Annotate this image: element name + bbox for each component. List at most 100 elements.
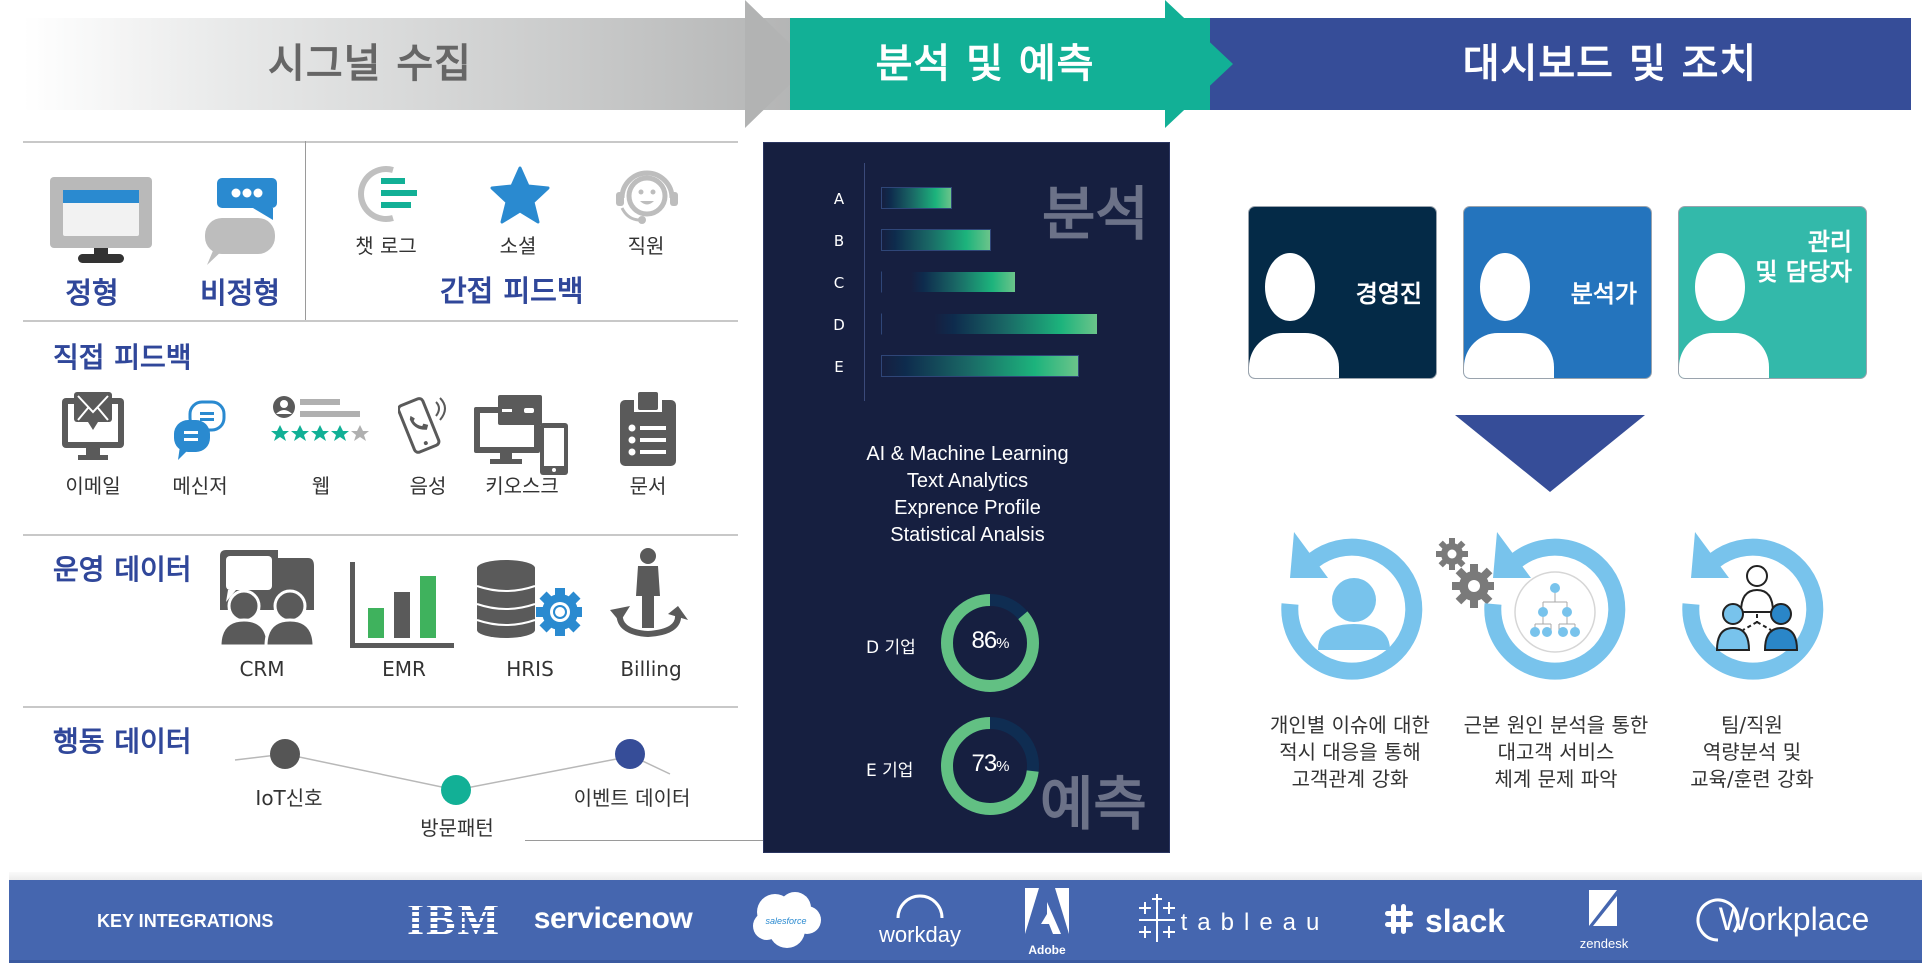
- emr-label: EMR: [382, 657, 426, 681]
- stage-arrow-2: [1165, 0, 1233, 128]
- document-label: 문서: [629, 474, 667, 498]
- role-name: 분석가: [1570, 280, 1637, 308]
- visit-pattern-label: 방문패턴: [420, 816, 494, 840]
- web-review-icon: [271, 396, 369, 441]
- workplace-at-icon: Workplace: [1696, 898, 1869, 942]
- salesforce-logo[interactable]: salesforce: [749, 886, 823, 957]
- method-item: Exprence Profile: [894, 497, 1041, 519]
- workday-logo[interactable]: workday: [870, 888, 970, 957]
- outcome-text-1: 개인별 이슈에 대한 적시 대응을 통해 고객관계 강화: [1270, 713, 1430, 791]
- bar-label-c: C: [833, 274, 845, 292]
- salesforce-cloud-icon: salesforce: [753, 892, 821, 948]
- donut-e-value: 73%: [971, 750, 1009, 777]
- indirect-feedback-title: 간접 피드백: [440, 274, 584, 308]
- servicenow-logo[interactable]: servicenow: [533, 902, 693, 935]
- avatar-body: [1679, 333, 1769, 378]
- email-monitor-icon: [62, 392, 124, 460]
- structured-label: 정형: [65, 276, 119, 310]
- web-label: 웹: [311, 474, 331, 498]
- tableau-cross-icon: tableau: [1139, 894, 1330, 942]
- donut-e-label: E 기업: [866, 761, 914, 781]
- monitor-icon: [50, 177, 152, 263]
- avatar-head: [1480, 253, 1530, 321]
- stage-title-dashboard: 대시보드 및 조치: [1462, 41, 1758, 87]
- workday-arc-icon: workday: [878, 894, 961, 947]
- adobe-logo[interactable]: Adobe: [1021, 884, 1073, 965]
- slack-logo[interactable]: slack: [1385, 896, 1515, 951]
- gears-icon: [1436, 538, 1494, 608]
- event-data-label: 이벤트 데이터: [573, 786, 691, 810]
- event-data-dot: [615, 739, 645, 769]
- org-chart-cycle-icon: [1484, 532, 1626, 680]
- avatar-head: [1265, 253, 1315, 321]
- donut-d: 86%: [940, 593, 1040, 693]
- ibm-logo[interactable]: IBM: [407, 895, 501, 944]
- zendesk-logo[interactable]: zendesk: [1569, 886, 1639, 961]
- team-cycle-icon: [1682, 532, 1824, 680]
- person-cycle-icon: [610, 548, 688, 638]
- messenger-label: 메신저: [172, 474, 228, 498]
- bar-label-a: A: [833, 190, 845, 208]
- integrations-title: KEY INTEGRATIONS: [97, 911, 274, 931]
- role-card-executives[interactable]: 경영진: [1248, 206, 1437, 379]
- stage-signal-collection-band: [23, 18, 813, 110]
- bar-label-b: B: [833, 232, 845, 250]
- role-name: 관리 및 담당자: [1755, 228, 1852, 286]
- phone-call-icon: [398, 397, 446, 454]
- tableau-logo[interactable]: tableau: [1135, 894, 1335, 955]
- operational-data-title: 운영 데이터: [53, 553, 192, 586]
- donut-d-label: D 기업: [866, 638, 916, 658]
- visit-pattern-dot: [441, 775, 471, 805]
- avatar-body: [1464, 333, 1554, 378]
- hris-label: HRIS: [506, 657, 554, 681]
- iot-dot: [270, 739, 300, 769]
- person-cycle-icon: [1281, 532, 1423, 680]
- headset-agent-icon: [616, 170, 678, 224]
- role-card-managers[interactable]: 관리 및 담당자: [1678, 206, 1867, 379]
- divider: [23, 320, 738, 322]
- method-item: Text Analytics: [906, 470, 1029, 492]
- svg-text:salesforce: salesforce: [765, 916, 806, 926]
- role-card-analysts[interactable]: 분석가: [1463, 206, 1652, 379]
- behavioral-data-title: 행동 데이터: [53, 725, 192, 758]
- outcome-text-3: 팀/직원 역량분석 및 교육/훈련 강화: [1690, 713, 1814, 791]
- analysis-panel: A B C D E 분석 AI & Machine Learning Text …: [763, 142, 1170, 853]
- direct-feedback-title: 직접 피드백: [53, 341, 192, 374]
- bar-a: [881, 187, 952, 209]
- chat-log-label: 챗 로그: [355, 234, 417, 258]
- zendesk-z-icon: zendesk: [1580, 890, 1629, 951]
- bar-b: [881, 229, 991, 251]
- donut-d-value: 86%: [971, 627, 1009, 654]
- method-item: AI & Machine Learning: [866, 443, 1069, 465]
- prediction-watermark: 예측: [1040, 770, 1147, 838]
- behavior-timeline: [234, 739, 671, 805]
- analysis-watermark: 분석: [1042, 180, 1149, 248]
- stage-dashboard-band: [1180, 18, 1911, 110]
- bar-label-d: D: [833, 316, 845, 334]
- chat-bubbles-icon: [205, 178, 277, 265]
- svg-text:Adobe: Adobe: [1028, 943, 1066, 957]
- database-gear-icon: [476, 560, 582, 638]
- clipboard-icon: [620, 392, 676, 466]
- billing-label: Billing: [620, 657, 682, 681]
- bar-chart-axis: [864, 163, 865, 401]
- analysis-methods: AI & Machine Learning Text Analytics Exp…: [764, 441, 1171, 549]
- workplace-logo[interactable]: Workplace: [1694, 892, 1874, 957]
- svg-text:slack: slack: [1425, 903, 1505, 939]
- star-icon: [490, 166, 550, 224]
- email-label: 이메일: [65, 474, 121, 498]
- social-label: 소셜: [499, 234, 537, 258]
- integrations-shadow: [9, 872, 1922, 880]
- divider: [525, 840, 825, 841]
- slack-hash-icon: slack: [1385, 903, 1505, 939]
- svg-text:workday: workday: [878, 922, 961, 947]
- avatar-body: [1249, 333, 1339, 378]
- bar-chart-icon: [350, 562, 454, 648]
- messenger-icon: [174, 400, 226, 460]
- flow-down-arrow: [1455, 415, 1645, 492]
- divider: [23, 534, 738, 536]
- unstructured-label: 비정형: [199, 276, 281, 310]
- svg-text:tableau: tableau: [1181, 909, 1330, 936]
- kiosk-label: 키오스크: [485, 474, 559, 498]
- divider: [305, 141, 306, 321]
